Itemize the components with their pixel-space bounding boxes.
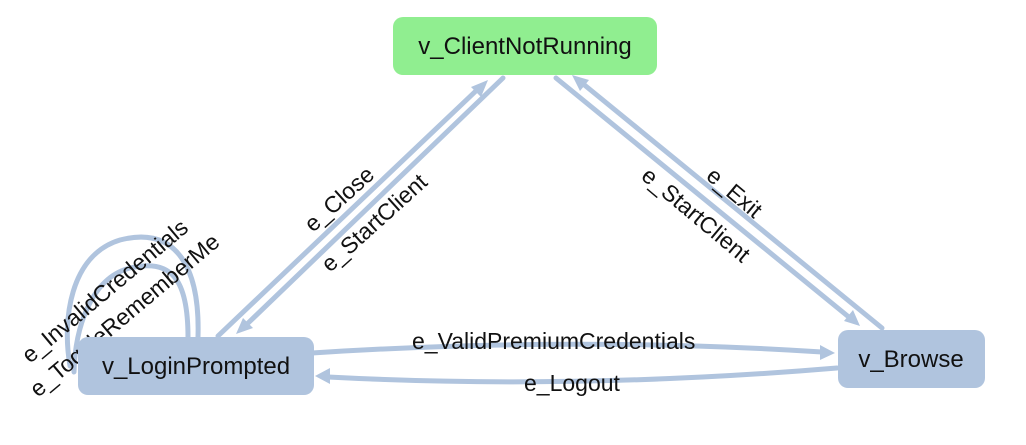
edge-label-valid-premium-credentials: e_ValidPremiumCredentials	[412, 328, 695, 354]
edge-label-logout: e_Logout	[524, 370, 621, 396]
node-browse[interactable]: v_Browse	[838, 330, 985, 388]
edge-exit[interactable]	[572, 75, 885, 331]
node-client-not-running[interactable]: v_ClientNotRunning	[393, 17, 657, 75]
edge-toggle-remember-me-loop[interactable]	[71, 263, 191, 375]
node-login-prompted[interactable]: v_LoginPrompted	[78, 337, 314, 395]
edge-close[interactable]	[215, 80, 488, 339]
edge-invalid-credentials-loop[interactable]	[64, 234, 201, 369]
edge-start-client-login[interactable]	[236, 75, 506, 334]
node-browse-label: v_Browse	[858, 346, 963, 373]
edge-logout[interactable]	[315, 365, 840, 385]
edge-start-client-browse[interactable]	[553, 75, 860, 326]
node-client-not-running-label: v_ClientNotRunning	[418, 33, 631, 60]
node-client-not-running-box[interactable]	[393, 17, 657, 75]
node-login-prompted-label: v_LoginPrompted	[102, 353, 290, 380]
node-browse-box[interactable]	[838, 330, 985, 388]
edge-valid-premium-credentials[interactable]	[309, 341, 835, 360]
node-login-prompted-box[interactable]	[78, 337, 314, 395]
